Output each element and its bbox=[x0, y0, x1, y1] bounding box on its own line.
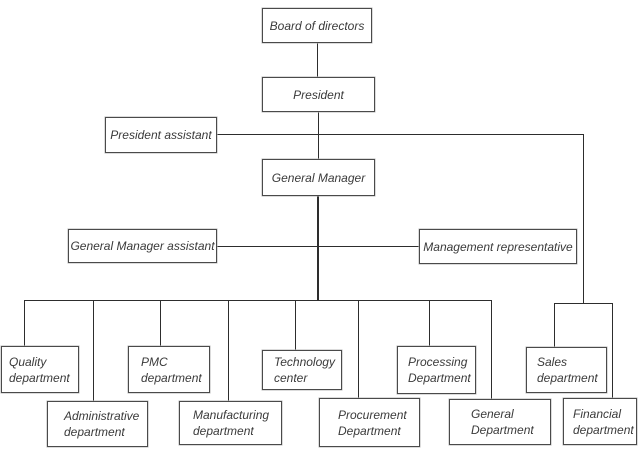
node-quality-department: Quality department bbox=[1, 346, 79, 393]
connector-drop-pmc bbox=[160, 300, 161, 347]
connector-president-gm bbox=[318, 112, 319, 159]
node-label: General Manager bbox=[271, 170, 366, 185]
node-label-line1: General bbox=[471, 407, 514, 421]
node-label-line2: department bbox=[193, 424, 254, 438]
node-label-line1: Quality bbox=[9, 354, 47, 369]
connector-drop-processing bbox=[429, 300, 430, 346]
node-label-line1: Administrative bbox=[64, 409, 140, 423]
node-president: President bbox=[262, 77, 375, 112]
node-president-assistant: President assistant bbox=[105, 117, 217, 153]
node-procurement-department: Procurement Department bbox=[319, 398, 420, 447]
node-label-line2: department bbox=[64, 425, 125, 439]
node-label-line1: Manufacturing bbox=[193, 408, 270, 422]
node-management-representative: Management representative bbox=[419, 229, 577, 264]
connector-drop-technology bbox=[295, 300, 296, 350]
connector-drop-general bbox=[491, 300, 492, 399]
node-label-line2: department bbox=[9, 370, 70, 385]
node-technology-center: Technology center bbox=[262, 350, 342, 390]
connector-drop-quality bbox=[24, 300, 25, 347]
connector-board-president bbox=[317, 43, 318, 77]
node-label-line1: Procurement bbox=[338, 407, 407, 422]
node-label-line2: Department bbox=[408, 371, 471, 385]
node-financial-department: Financial department bbox=[563, 398, 637, 445]
node-label-line2: department bbox=[537, 371, 598, 385]
node-label: President bbox=[293, 87, 344, 102]
node-general-manager: General Manager bbox=[262, 159, 375, 196]
node-manufacturing-department: Manufacturing department bbox=[179, 401, 282, 445]
node-label-line1: Processing bbox=[408, 355, 468, 369]
node-label-line1: PMC bbox=[141, 354, 168, 369]
node-board-of-directors: Board of directors bbox=[262, 8, 372, 43]
connector-drop-administrative bbox=[93, 300, 94, 401]
node-label-line1: Financial bbox=[573, 406, 622, 421]
node-label: General Manager assistant bbox=[70, 239, 215, 253]
connector-president-assistant-horizontal bbox=[217, 134, 583, 135]
node-label-line1: Technology bbox=[274, 355, 335, 369]
connector-main-bus bbox=[24, 300, 492, 301]
connector-drop-procurement bbox=[358, 300, 359, 398]
connector-gm-trunk bbox=[317, 196, 319, 301]
node-label-line2: department bbox=[573, 422, 634, 437]
connector-drop-sales bbox=[554, 303, 555, 347]
node-label-line2: Department bbox=[338, 423, 401, 438]
connector-right-bus bbox=[554, 303, 613, 304]
node-label-line2: Department bbox=[471, 423, 534, 437]
node-sales-department: Sales department bbox=[526, 347, 607, 393]
node-processing-department: Processing Department bbox=[397, 346, 476, 394]
node-label: Board of directors bbox=[269, 18, 365, 33]
connector-drop-manufacturing bbox=[228, 300, 229, 401]
node-label-line1: Sales bbox=[537, 355, 568, 369]
node-label: Management representative bbox=[423, 239, 573, 254]
node-label-line2: department bbox=[141, 370, 202, 385]
connector-right-feed-vertical bbox=[583, 134, 584, 303]
node-label-line2: center bbox=[274, 371, 308, 385]
node-label: President assistant bbox=[110, 128, 212, 142]
node-pmc-department: PMC department bbox=[128, 346, 210, 393]
node-general-department: General Department bbox=[449, 399, 551, 445]
connector-gma-mr-horizontal bbox=[217, 246, 419, 247]
node-administrative-department: Administrative department bbox=[47, 401, 148, 447]
node-general-manager-assistant: General Manager assistant bbox=[68, 229, 217, 263]
connector-drop-financial bbox=[612, 303, 613, 398]
